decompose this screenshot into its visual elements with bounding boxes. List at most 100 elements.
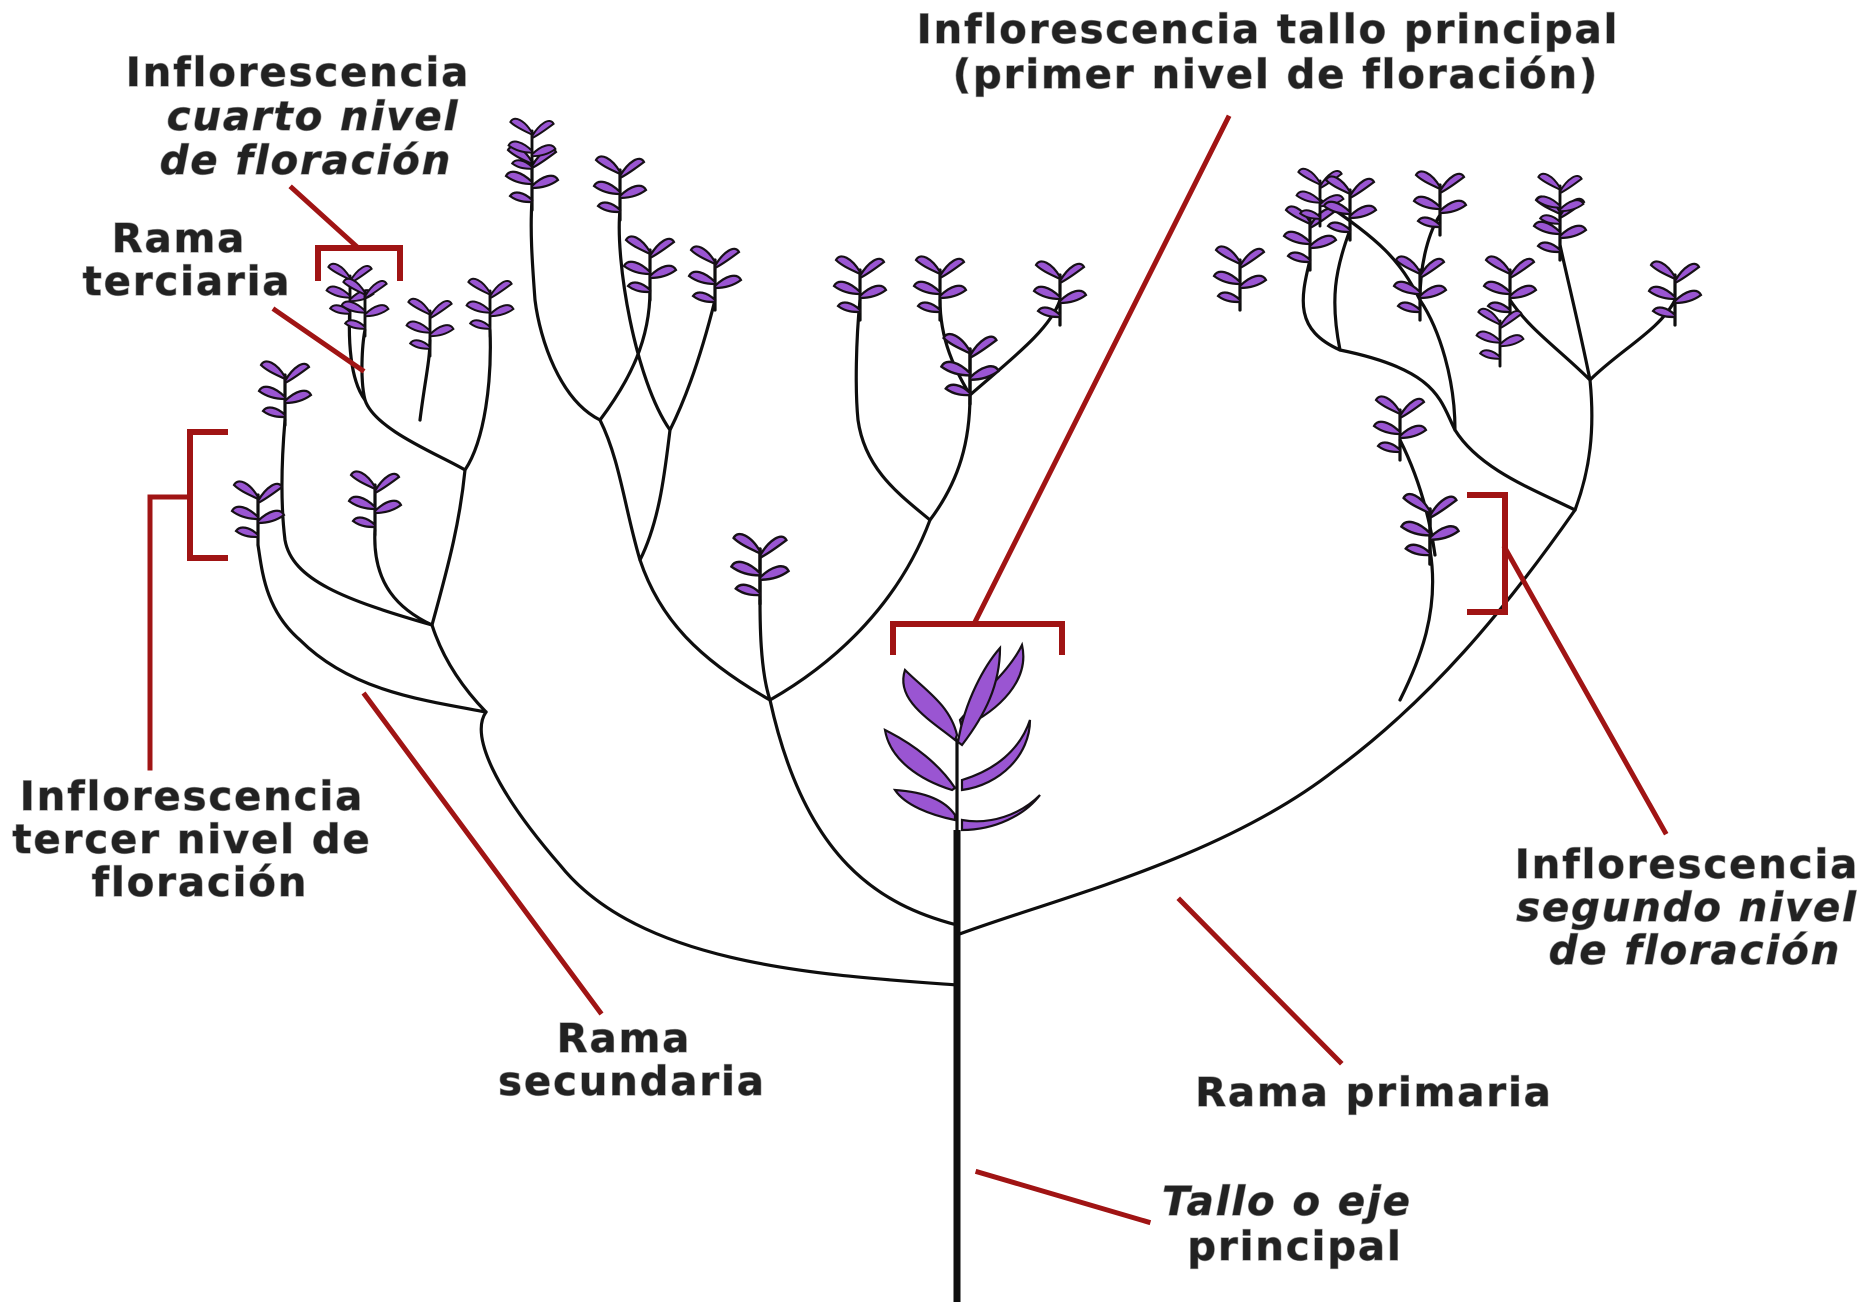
floret-petal	[1326, 176, 1350, 194]
main-inflorescence	[885, 645, 1040, 830]
floret-petal	[596, 156, 620, 174]
floret-petal	[470, 320, 490, 329]
label-fourth-level-line-1: Inflorescencia	[126, 50, 470, 96]
primary-branch-right	[957, 510, 1575, 935]
floret-petal	[624, 262, 650, 274]
floret-cluster	[1034, 261, 1086, 325]
floret-petal	[1394, 282, 1420, 294]
label-third-level-line-2: tercer nivel de	[12, 817, 371, 863]
floret-petal	[1216, 246, 1240, 264]
floret-petal	[914, 282, 940, 294]
floret-petal	[263, 408, 285, 417]
floret-cluster	[1484, 256, 1536, 320]
label-third-level-line-3: floración	[92, 860, 309, 906]
floret-petal	[1297, 192, 1320, 203]
floret-cluster	[1477, 309, 1524, 366]
floret-petal	[1538, 174, 1560, 190]
floret-petal	[691, 246, 715, 264]
label-secondary-branch: Rama secundaria	[498, 1016, 766, 1105]
floret-cluster	[407, 299, 454, 356]
floret-petal	[1378, 443, 1400, 452]
floret-petal	[1560, 200, 1583, 211]
floret-petal	[1060, 264, 1084, 283]
label-fourth-level-line-3: de floración	[160, 138, 452, 184]
main-floret-1	[903, 670, 957, 740]
floret-petal	[1649, 287, 1675, 299]
labels: Inflorescencia tallo principal (primer n…	[12, 7, 1875, 1270]
floret-petal	[1350, 179, 1374, 198]
floret-petal	[261, 361, 285, 379]
floret-petal	[650, 266, 676, 278]
floret-petal	[598, 203, 620, 212]
secondary-branch-right	[1400, 550, 1433, 700]
floret-petal	[650, 239, 674, 258]
floret-petal	[970, 337, 996, 358]
floret-cluster	[232, 481, 284, 545]
floret-petal	[375, 474, 399, 493]
label-primary-branch: Rama primaria	[1195, 1070, 1553, 1116]
floret-petal	[1240, 249, 1264, 268]
floret-petal	[1218, 293, 1240, 302]
label-second-level-line-3: de floración	[1549, 928, 1841, 974]
floret-petal	[1036, 261, 1060, 279]
floret-petal	[620, 186, 646, 198]
secondary-branch-right-c	[1335, 230, 1350, 350]
floret-petal	[1214, 272, 1240, 284]
floret-petal	[532, 121, 554, 138]
floret-petal	[327, 287, 350, 298]
main-floret-6	[962, 795, 1040, 830]
floret-petal	[1486, 256, 1510, 274]
floret-petal	[918, 303, 940, 312]
label-main-inflorescence-line-2: (primer nivel de floración)	[953, 52, 1600, 98]
floret-petal	[430, 301, 452, 318]
label-tertiary-branch-line-1: Rama	[112, 216, 246, 262]
floret-petal	[836, 256, 860, 274]
floret-petal	[834, 282, 860, 294]
floret-petal	[1400, 399, 1424, 418]
floret-cluster	[1214, 246, 1266, 310]
floret-petal	[626, 236, 650, 254]
floret-petal	[594, 182, 620, 194]
floret-petal	[1420, 286, 1446, 298]
floret-petal	[760, 537, 786, 558]
tertiary-branch-c	[362, 330, 465, 625]
floret-petal	[940, 259, 964, 278]
floret-petal	[365, 305, 388, 316]
floret-petal	[1376, 396, 1400, 414]
floret-cluster	[594, 156, 646, 220]
secondary-branch-left	[258, 545, 486, 712]
floret-cluster	[834, 256, 886, 320]
secondary-branch-middle-d	[670, 300, 715, 430]
floret-petal	[760, 566, 789, 579]
label-main-inflorescence-line-1: Inflorescencia tallo principal	[917, 7, 1620, 53]
floret-cluster	[689, 246, 741, 310]
label-tertiary-branch-line-2: terciaria	[83, 259, 292, 305]
floret-petal	[1675, 291, 1701, 303]
floret-petal	[1484, 282, 1510, 294]
floret-petal	[1510, 259, 1534, 278]
floret-petal	[715, 249, 739, 268]
floret-petal	[1400, 426, 1426, 438]
floret-petal	[1310, 236, 1336, 248]
floret-petal	[693, 293, 715, 302]
floret-petal	[1477, 332, 1500, 343]
secondary-branch-left-upper	[432, 625, 486, 712]
floret-petal	[408, 299, 430, 315]
secondary-branch-middle	[760, 600, 770, 700]
floret-petal	[1440, 201, 1466, 213]
floret-petal	[1350, 206, 1376, 218]
floret-petal	[1560, 226, 1586, 238]
leader-primary-branch	[1180, 900, 1340, 1062]
floret-cluster	[731, 534, 788, 604]
floret-petal	[467, 302, 490, 313]
floret-cluster	[509, 119, 556, 176]
secondary-branch-middle-e	[770, 300, 930, 700]
label-second-level-line-2: segundo nivel	[1516, 885, 1858, 931]
floret-petal	[1500, 311, 1522, 328]
secondary-branch-right-a	[1303, 260, 1575, 510]
floret-petal	[232, 507, 258, 519]
floret-petal	[1675, 264, 1699, 283]
floret-petal	[1488, 303, 1510, 312]
floret-petal	[328, 264, 350, 280]
secondary-branch-middle-b	[600, 290, 650, 420]
